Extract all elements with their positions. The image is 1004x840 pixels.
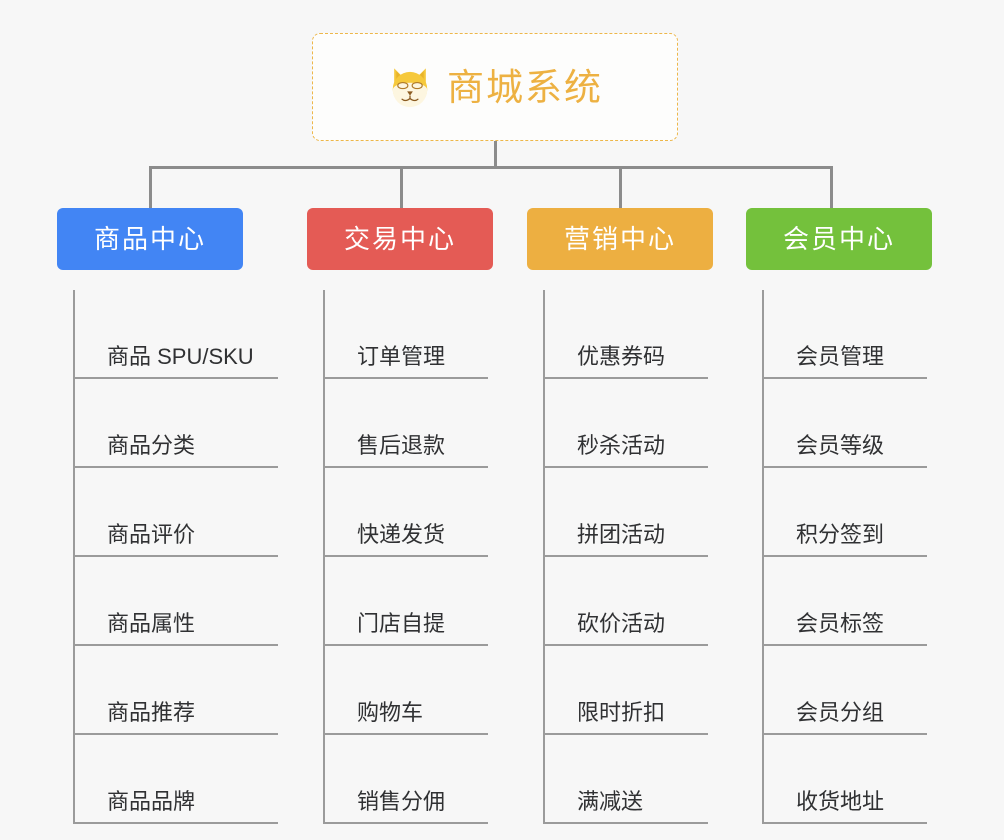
category-box-product-center[interactable]: 商品中心 bbox=[57, 208, 243, 270]
leaf-label: 商品分类 bbox=[107, 433, 196, 458]
list-item[interactable]: 优惠券码 bbox=[543, 290, 708, 379]
list-item[interactable]: 满减送 bbox=[543, 735, 708, 824]
list-item[interactable]: 快递发货 bbox=[323, 468, 488, 557]
connector-drop-4 bbox=[830, 166, 833, 208]
column-trade-center: 交易中心 订单管理 售后退款 快递发货 门店自提 购物车 销售分佣 bbox=[307, 208, 493, 824]
connector-drop-2 bbox=[400, 166, 403, 208]
trunk-line bbox=[543, 290, 545, 824]
leaf-list-member-center: 会员管理 会员等级 积分签到 会员标签 会员分组 收货地址 bbox=[762, 290, 927, 824]
leaf-list-marketing-center: 优惠券码 秒杀活动 拼团活动 砍价活动 限时折扣 满减送 bbox=[543, 290, 708, 824]
leaf-label: 秒杀活动 bbox=[577, 433, 666, 458]
category-label: 商品中心 bbox=[93, 224, 206, 254]
trunk-line bbox=[73, 290, 75, 824]
list-item[interactable]: 拼团活动 bbox=[543, 468, 708, 557]
root-node[interactable]: 商城系统 bbox=[312, 33, 678, 141]
category-box-member-center[interactable]: 会员中心 bbox=[746, 208, 932, 270]
leaf-label: 购物车 bbox=[357, 700, 424, 725]
connector-horizontal-bus bbox=[149, 166, 832, 169]
leaf-label: 优惠券码 bbox=[577, 344, 666, 369]
leaf-label: 商品 SPU/SKU bbox=[107, 344, 254, 369]
list-item[interactable]: 商品 SPU/SKU bbox=[73, 290, 278, 379]
leaf-label: 商品推荐 bbox=[107, 700, 196, 725]
leaf-label: 满减送 bbox=[577, 789, 644, 814]
leaf-label: 积分签到 bbox=[796, 522, 885, 547]
leaf-label: 砍价活动 bbox=[577, 611, 666, 636]
leaf-list-product-center: 商品 SPU/SKU 商品分类 商品评价 商品属性 商品推荐 商品品牌 bbox=[73, 290, 278, 824]
root-title: 商城系统 bbox=[447, 66, 603, 108]
leaf-label: 售后退款 bbox=[357, 433, 446, 458]
category-box-trade-center[interactable]: 交易中心 bbox=[307, 208, 493, 270]
leaf-label: 会员等级 bbox=[796, 433, 885, 458]
leaf-label: 商品属性 bbox=[107, 611, 196, 636]
category-box-marketing-center[interactable]: 营销中心 bbox=[527, 208, 713, 270]
list-item[interactable]: 收货地址 bbox=[762, 735, 927, 824]
category-label: 交易中心 bbox=[343, 224, 456, 254]
list-item[interactable]: 限时折扣 bbox=[543, 646, 708, 735]
list-item[interactable]: 商品评价 bbox=[73, 468, 278, 557]
list-item[interactable]: 会员标签 bbox=[762, 557, 927, 646]
leaf-label: 会员管理 bbox=[796, 344, 885, 369]
shiba-inu-icon bbox=[392, 68, 428, 108]
leaf-label: 会员分组 bbox=[796, 700, 885, 725]
category-label: 营销中心 bbox=[563, 224, 676, 254]
list-item[interactable]: 购物车 bbox=[323, 646, 488, 735]
leaf-label: 商品评价 bbox=[107, 522, 196, 547]
list-item[interactable]: 门店自提 bbox=[323, 557, 488, 646]
list-item[interactable]: 商品推荐 bbox=[73, 646, 278, 735]
list-item[interactable]: 销售分佣 bbox=[323, 735, 488, 824]
list-item[interactable]: 售后退款 bbox=[323, 379, 488, 468]
leaf-label: 限时折扣 bbox=[577, 700, 666, 725]
leaf-label: 会员标签 bbox=[796, 611, 885, 636]
list-item[interactable]: 会员分组 bbox=[762, 646, 927, 735]
connector-root-stem bbox=[494, 141, 497, 168]
list-item[interactable]: 商品属性 bbox=[73, 557, 278, 646]
list-item[interactable]: 砍价活动 bbox=[543, 557, 708, 646]
leaf-label: 收货地址 bbox=[796, 789, 885, 814]
list-item[interactable]: 商品品牌 bbox=[73, 735, 278, 824]
leaf-label: 销售分佣 bbox=[357, 789, 446, 814]
leaf-label: 订单管理 bbox=[357, 344, 446, 369]
column-product-center: 商品中心 商品 SPU/SKU 商品分类 商品评价 商品属性 商品推荐 商品品牌 bbox=[57, 208, 278, 824]
list-item[interactable]: 积分签到 bbox=[762, 468, 927, 557]
column-member-center: 会员中心 会员管理 会员等级 积分签到 会员标签 会员分组 收货地址 bbox=[746, 208, 932, 824]
list-item[interactable]: 订单管理 bbox=[323, 290, 488, 379]
leaf-label: 快递发货 bbox=[357, 522, 446, 547]
trunk-line bbox=[323, 290, 325, 824]
leaf-label: 拼团活动 bbox=[577, 522, 666, 547]
leaf-list-trade-center: 订单管理 售后退款 快递发货 门店自提 购物车 销售分佣 bbox=[323, 290, 488, 824]
leaf-label: 商品品牌 bbox=[107, 789, 196, 814]
list-item[interactable]: 会员等级 bbox=[762, 379, 927, 468]
list-item[interactable]: 会员管理 bbox=[762, 290, 927, 379]
list-item[interactable]: 秒杀活动 bbox=[543, 379, 708, 468]
column-marketing-center: 营销中心 优惠券码 秒杀活动 拼团活动 砍价活动 限时折扣 满减送 bbox=[527, 208, 713, 824]
trunk-line bbox=[762, 290, 764, 824]
category-label: 会员中心 bbox=[782, 224, 895, 254]
leaf-label: 门店自提 bbox=[357, 611, 446, 636]
connector-drop-1 bbox=[149, 166, 152, 208]
connector-drop-3 bbox=[619, 166, 622, 208]
list-item[interactable]: 商品分类 bbox=[73, 379, 278, 468]
